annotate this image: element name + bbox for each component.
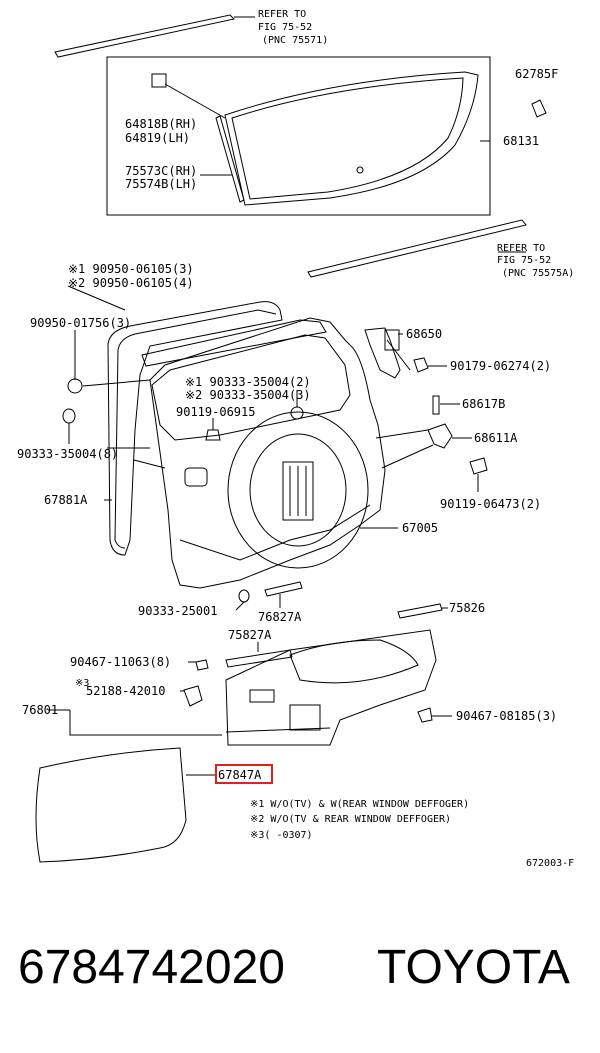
leader [82,379,151,387]
tire-mount [282,461,314,521]
footer: 6784742020 TOYOTA [0,940,600,1010]
label-90333-35004-c: 90333-35004(8) [17,447,118,461]
label-75574B: 75574B(LH) [125,177,197,191]
label-90467-11063: 90467-11063(8) [70,655,171,669]
leader [164,83,226,119]
leader [381,444,434,469]
block-62785F [531,99,547,118]
screw-90467-08185 [417,707,433,723]
door-lower-edge [179,504,371,561]
label-75826: 75826 [449,601,485,615]
label-90179: 90179-06274(2) [450,359,551,373]
hinge-68650 [364,327,401,379]
label-90950-06105-b: ※2 90950-06105(4) [68,276,194,290]
emblem-75826 [397,603,443,619]
top-moulding-strip [54,14,236,58]
spare-tire-well [227,411,369,569]
note-1: ※1 W/O(TV) & W(REAR WINDOW DEFFOGER) [250,799,469,810]
label-90119-06473: 90119-06473(2) [440,497,541,511]
refer-top-line3: (PNC 75571) [262,35,328,46]
label-67881A: 67881A [44,493,88,507]
leader [133,459,166,469]
label-67847A: 67847A [218,768,262,782]
figure-code: 672003-F [526,858,574,869]
note-3: ※3( -0307) [250,830,313,841]
label-75573C: 75573C(RH) [125,164,197,178]
label-90950-01756: 90950-01756(3) [30,316,131,330]
trim-board-lower-edge [225,727,331,733]
plug-90333-25001 [238,589,250,603]
screw-90467-11063 [195,659,209,671]
leader [69,710,222,736]
brand-name: TOYOTA [377,941,570,994]
label-90119-06915: 90119-06915 [176,405,255,419]
label-76801: 76801 [22,703,58,717]
mid-moulding-strip [307,219,527,278]
label-52188-mark: ※3 [75,678,89,689]
spare-tire-well-inner [249,433,347,547]
glass-group-box [106,56,491,216]
highlight-box-67847A [215,764,273,784]
trim-board-pocket [249,689,275,703]
weatherstrip-inner [114,309,277,549]
leader [67,285,126,311]
label-62785F: 62785F [515,67,558,81]
refer-top-line2: FIG 75-52 [258,22,312,33]
hinge-block [384,329,400,351]
label-64819: 64819(LH) [125,131,190,145]
label-68617B: 68617B [462,397,505,411]
bolt-90119-06473 [469,457,488,475]
door-upper-frame [141,319,327,367]
plug-90333-35004 [290,406,304,420]
emblem-75827A [225,649,293,668]
clip-52188 [183,685,203,707]
side-strip [215,115,245,203]
trim-board-recess [289,704,321,731]
back-window-glass-inner [231,77,464,200]
label-90333-35004-b: ※2 90333-35004(3) [185,388,311,402]
grommet-90950 [67,378,83,394]
back-door-panel [149,317,386,589]
refer-mid-line1: REFER TO [497,243,545,254]
label-67005: 67005 [402,521,438,535]
clip-64818 [151,73,167,88]
back-window-glass [224,71,479,206]
leader [235,601,245,611]
part-number: 6784742020 [18,941,285,994]
emblem-76827A [264,581,303,597]
label-68611A: 68611A [474,431,518,445]
label-52188: 52188-42010 [86,684,165,698]
label-90333-25001: 90333-25001 [138,604,217,618]
label-90333-35004-a: ※1 90333-35004(2) [185,375,311,389]
tire-mount-ribs [289,466,307,516]
label-68131: 68131 [503,134,539,148]
leader [375,429,429,439]
label-64818B: 64818B(RH) [125,117,197,131]
note-2: ※2 W/O(TV & REAR WINDOW DEFFOGER) [250,814,451,825]
stay-68617B [432,395,440,415]
bolt-90119-06915 [205,429,221,441]
label-68650: 68650 [406,327,442,341]
sheet-67847A [35,747,187,863]
door-window-opening [151,334,351,441]
label-90950-06105-a: ※1 90950-06105(3) [68,262,194,276]
weatherstrip-67881A [107,301,283,556]
label-90467-08185: 90467-08185(3) [456,709,557,723]
plug-90333 [62,408,76,424]
leader [386,339,411,371]
nut-90179 [413,357,429,373]
refer-top-line1: REFER TO [258,9,306,20]
trim-board-upper [289,639,419,684]
label-75827A: 75827A [228,628,272,642]
label-76827A: 76827A [258,610,302,624]
glass-hole [356,166,364,174]
door-handle-recess [184,467,208,487]
refer-mid-line3: (PNC 75575A) [502,268,574,279]
refer-mid-line2: FIG 75-52 [497,255,551,266]
bracket-68611A [427,423,453,449]
